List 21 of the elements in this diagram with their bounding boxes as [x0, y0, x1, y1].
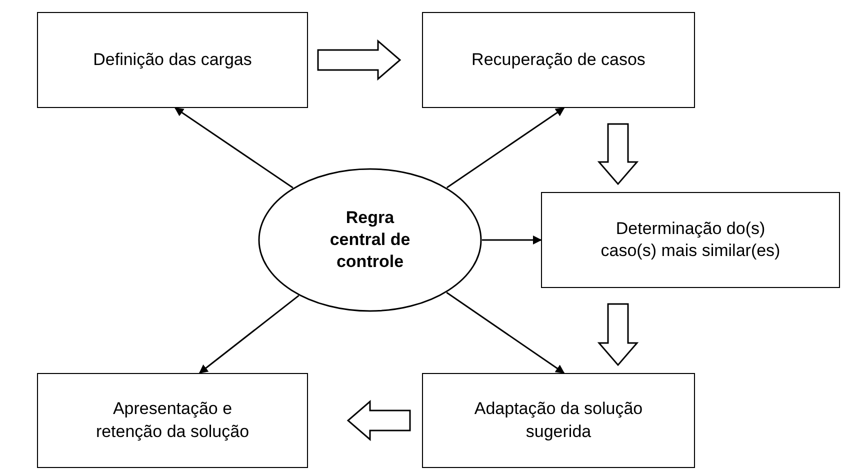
process-box	[541, 192, 840, 288]
box-label: Determinação do(s) caso(s) mais similar(es)	[600, 218, 782, 262]
box-label: Recuperação de casos	[470, 48, 646, 71]
control-ellipse	[258, 168, 482, 312]
arrow	[482, 236, 542, 244]
block-arrow	[346, 400, 411, 442]
arrow	[446, 292, 565, 374]
arrow	[198, 294, 300, 374]
arrow	[446, 107, 565, 188]
box-label: Adaptação da solução sugerida	[473, 398, 644, 442]
box-label: Apresentação e retenção da solução	[94, 398, 250, 443]
process-box	[37, 12, 308, 108]
process-box	[422, 373, 695, 468]
center-label: Regra central de controle	[328, 206, 412, 274]
process-box	[422, 12, 695, 108]
process-box	[37, 373, 308, 468]
arrow	[174, 107, 294, 188]
block-arrow	[597, 123, 639, 186]
block-arrow	[317, 39, 402, 81]
box-label: Definição das cargas	[92, 48, 253, 71]
block-arrow	[597, 303, 639, 366]
